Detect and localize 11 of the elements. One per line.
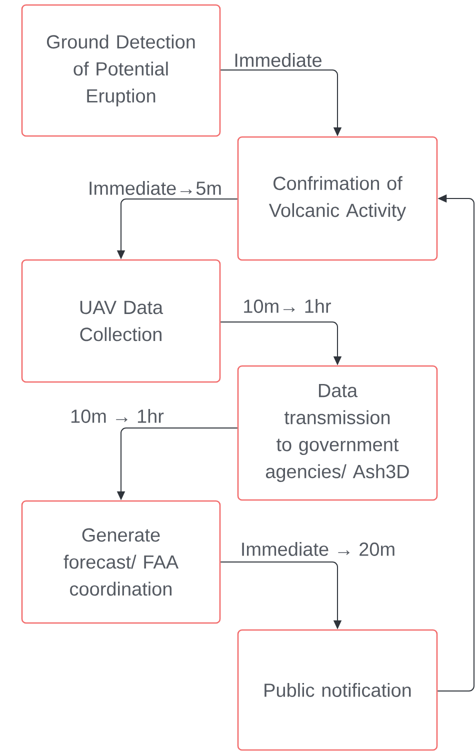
- process-box: Data transmission to government agencies/ Ash3D: [237, 365, 438, 501]
- process-box: Ground Detection of Potential Eruption: [21, 4, 221, 137]
- edge-label: Immediate → 20m: [239, 541, 397, 557]
- edge-label: 10m→ 1hr: [242, 298, 332, 314]
- process-box: Confrimation of Volcanic Activity: [237, 136, 438, 261]
- edge-label: 10m → 1hr: [69, 408, 165, 424]
- edge-label: Immediate→5m: [86, 180, 224, 196]
- process-box: UAV Data Collection: [21, 259, 221, 383]
- edge-label: Immediate: [232, 52, 324, 68]
- process-box: Generate forecast/ FAA coordination: [21, 500, 221, 624]
- process-box: Public notification: [237, 629, 438, 751]
